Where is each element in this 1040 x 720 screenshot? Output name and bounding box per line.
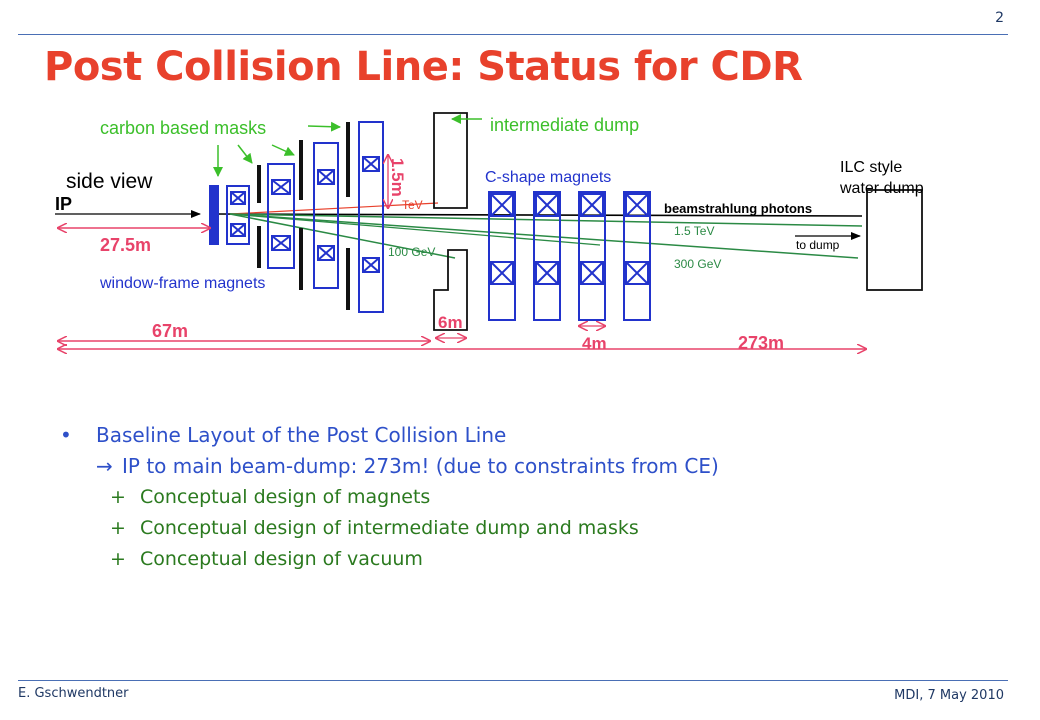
mask-5 (299, 228, 303, 290)
mask-3 (257, 226, 261, 268)
mask-4 (299, 140, 303, 200)
bullet-arrow-line: → IP to main beam-dump: 273m! (due to con… (60, 450, 719, 482)
label-300gev: 300 GeV (674, 257, 721, 271)
beam-mid-line (229, 213, 601, 246)
label-tev-clip: TeV (402, 198, 423, 212)
beam-1-5tev-line (229, 213, 863, 227)
c-shape-magnet-1 (488, 191, 516, 321)
mask-pointer-3 (271, 144, 295, 156)
intermediate-dump-lower (433, 249, 468, 331)
window-frame-magnet-4 (358, 121, 384, 313)
footer-author: E. Gschwendtner (18, 686, 129, 701)
label-4m: 4m (582, 334, 607, 353)
c-shape-magnet-3 (578, 191, 606, 321)
bullet-arrow-text: IP to main beam-dump: 273m! (due to cons… (122, 454, 719, 478)
plus-icon: + (110, 548, 126, 570)
label-6m: 6m (438, 313, 463, 332)
label-273m: 273m (738, 333, 784, 353)
label-side-view: side view (66, 170, 153, 193)
window-frame-magnet-2 (267, 163, 295, 269)
label-beamstrahlung: beamstrahlung photons (664, 201, 812, 216)
mask-7 (346, 248, 350, 310)
label-intermediate-dump: intermediate dump (490, 115, 639, 135)
plus-icon: + (110, 517, 126, 539)
slide-title: Post Collision Line: Status for CDR (44, 44, 803, 90)
label-window-frame: window-frame magnets (99, 275, 265, 292)
label-1-5tev: 1.5 TeV (674, 224, 714, 238)
label-ilc-style: ILC style (840, 159, 902, 176)
c-shape-magnet-2 (533, 191, 561, 321)
post-collision-line-diagram: carbon based masks intermediate dump sid… (55, 112, 924, 370)
bullet-main-text: Baseline Layout of the Post Collision Li… (96, 423, 507, 447)
tev-red-line (229, 202, 439, 215)
plus-icon: + (110, 486, 126, 508)
right-arrow-icon: → (96, 454, 113, 478)
sub-bullet: + Conceptual design of magnets (60, 482, 719, 513)
sub-bullet-text: Conceptual design of vacuum (140, 548, 423, 570)
mask-pointer-2 (237, 144, 253, 164)
label-67m: 67m (152, 321, 188, 341)
label-27-5m: 27.5m (100, 235, 151, 255)
slide-number: 2 (995, 10, 1004, 26)
sub-bullet: + Conceptual design of vacuum (60, 544, 719, 575)
bottom-divider (18, 680, 1008, 681)
intermediate-dump-upper (433, 112, 468, 209)
mask-pointer-4 (307, 121, 341, 132)
label-water-dump: water dump (839, 180, 924, 197)
mask-2 (257, 165, 261, 203)
beam-300gev-line (229, 213, 859, 259)
label-100gev: 100 GeV (388, 245, 435, 259)
c-shape-magnet-4 (623, 191, 651, 321)
label-cshape: C-shape magnets (485, 169, 611, 186)
label-carbon-masks: carbon based masks (100, 118, 266, 138)
label-ip: IP (55, 194, 72, 214)
bullet-list: • Baseline Layout of the Post Collision … (60, 420, 719, 575)
window-frame-magnet-3 (313, 142, 339, 289)
label-to-dump: to dump (796, 238, 840, 252)
sub-bullet: + Conceptual design of intermediate dump… (60, 513, 719, 544)
label-1-5m: 1.5m (388, 158, 407, 197)
top-divider (18, 34, 1008, 35)
window-frame-magnet-1 (209, 185, 250, 245)
bullet-dot-icon: • (60, 423, 72, 447)
footer-event: MDI, 7 May 2010 (894, 688, 1004, 703)
sub-bullet-text: Conceptual design of intermediate dump a… (140, 517, 639, 539)
mask-6 (346, 122, 350, 197)
sub-bullet-text: Conceptual design of magnets (140, 486, 431, 508)
bullet-main: • Baseline Layout of the Post Collision … (60, 420, 719, 450)
water-dump-box (866, 189, 923, 291)
